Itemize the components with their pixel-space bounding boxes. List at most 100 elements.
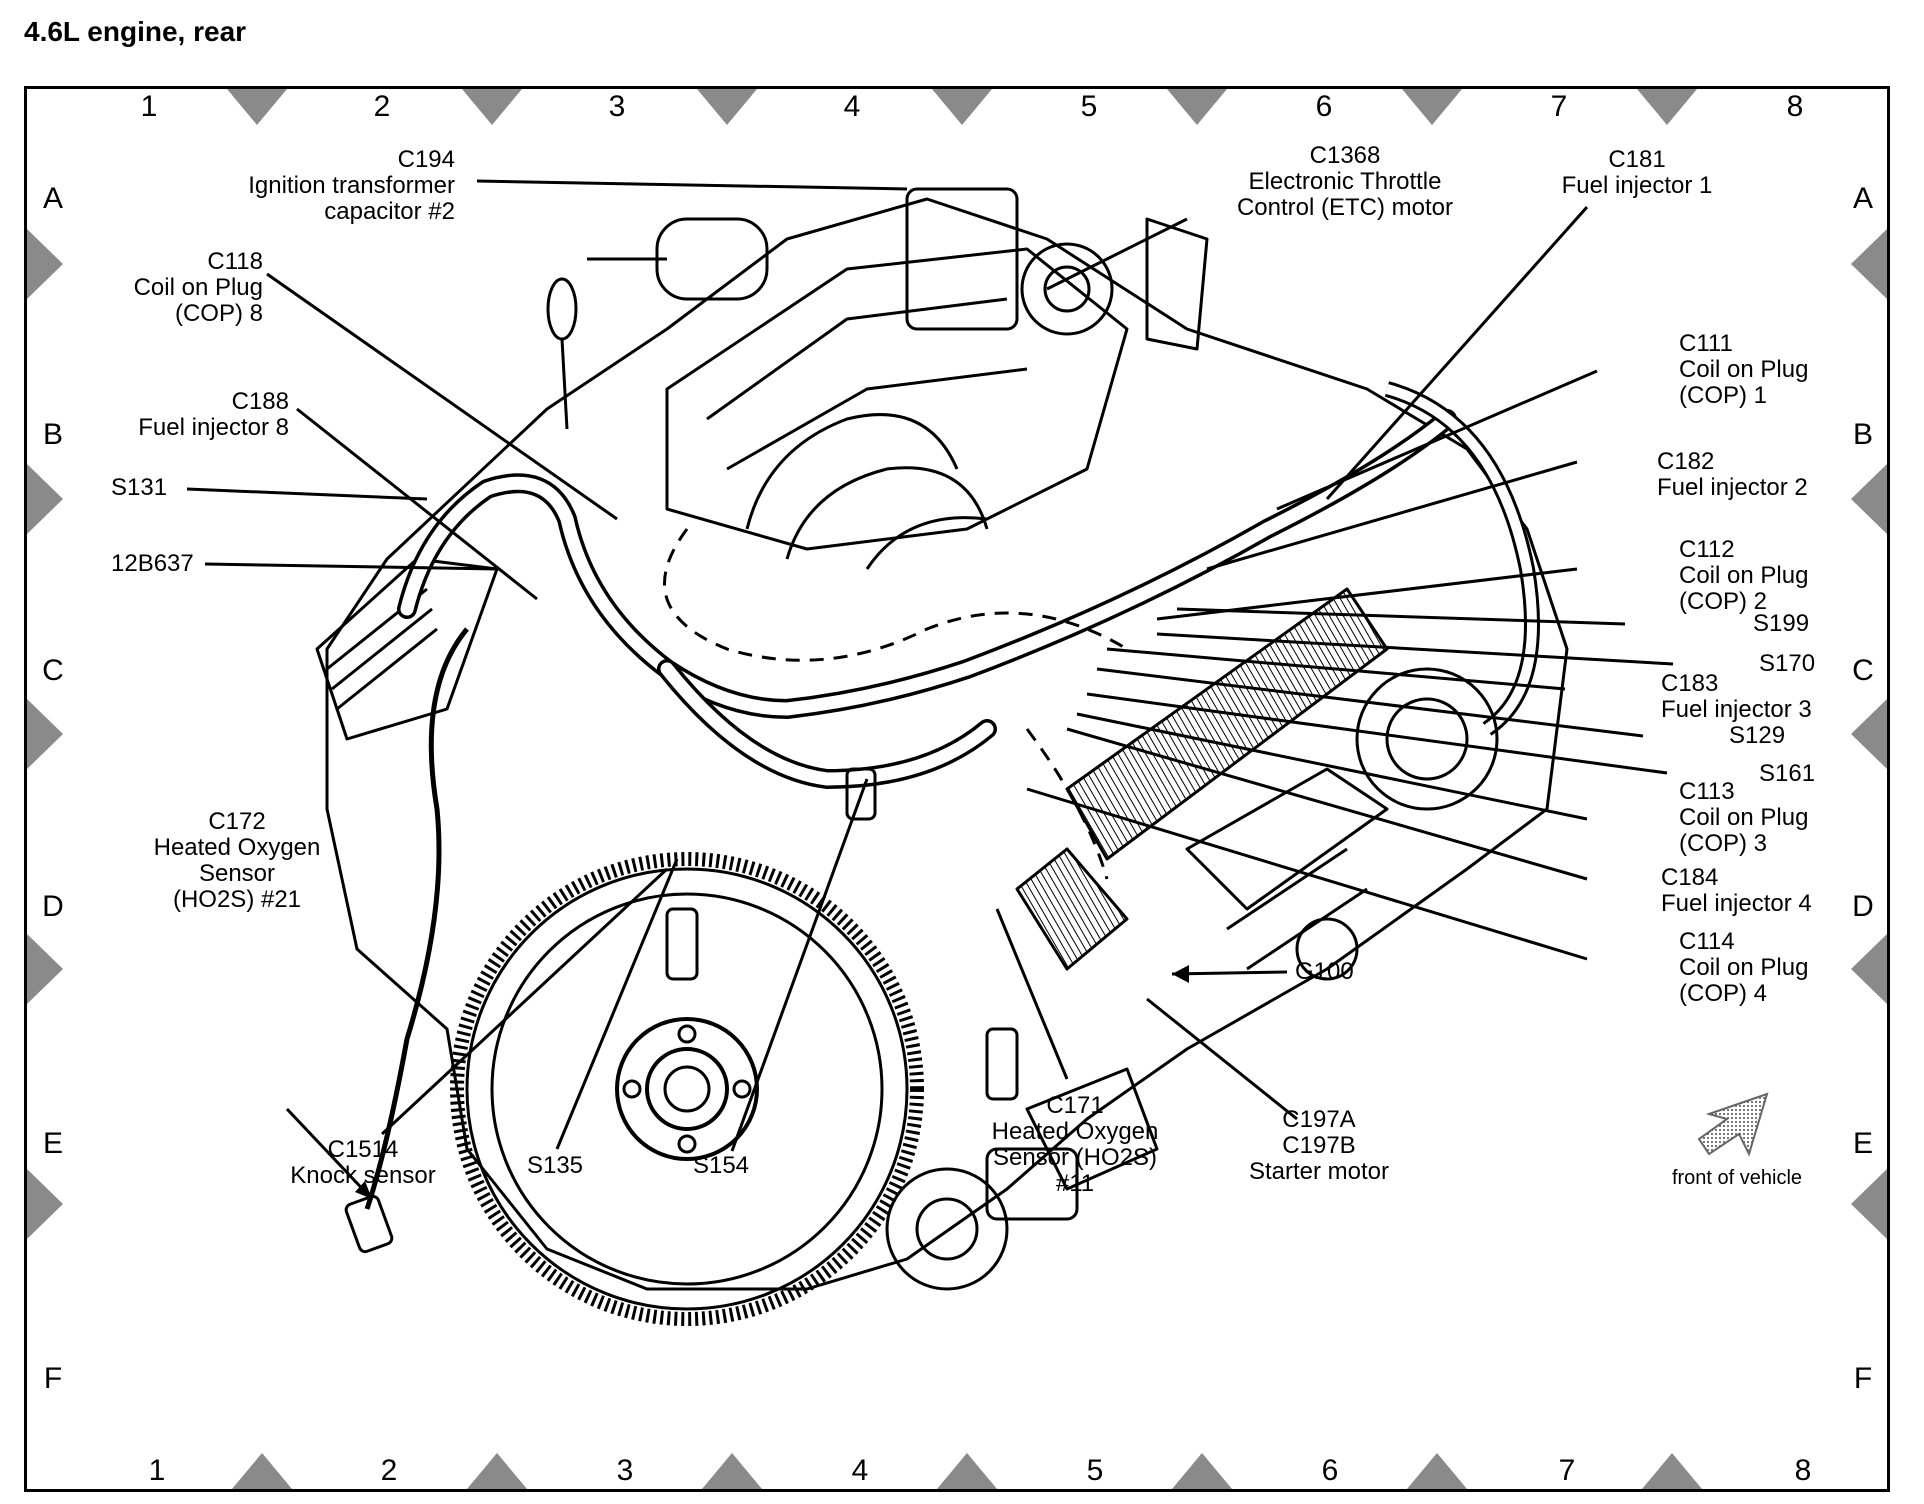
callout-c114: C114 Coil on Plug (COP) 4 [1679,929,1808,1007]
flywheel [450,852,1009,1326]
callout-c194-line2: capacitor #2 [324,198,455,225]
callout-c171-line3: #11 [1055,1170,1095,1197]
callout-c114-id: C114 [1679,928,1735,955]
callout-c184-line1: Fuel injector 4 [1661,890,1812,917]
grid-row-right-b: B [1852,418,1874,451]
grid-col-bottom-1: 1 [148,1454,166,1487]
callout-c1368-line2: Control (ETC) motor [1236,194,1454,221]
callout-c194-line1: Ignition transformer [248,172,455,199]
grid-col-top-8: 8 [1786,90,1804,123]
callout-c1368-id: C1368 [1309,142,1381,169]
callout-s161: S161 [1759,761,1815,787]
callout-c188-id: C188 [231,388,289,415]
callout-g100-id: G100 [1295,958,1354,985]
grid-col-bottom-8: 8 [1794,1454,1812,1487]
callout-s199: S199 [1753,611,1809,637]
callout-c181-id: C181 [1608,146,1666,173]
callout-c113-line2: (COP) 3 [1679,830,1768,857]
callout-c172-line2: Sensor [198,860,276,887]
callout-c172-id: C172 [208,808,266,835]
callout-s154: S154 [693,1153,749,1179]
page-title: 4.6L engine, rear [24,16,247,47]
grid-row-right-d: D [1852,890,1874,923]
callout-c1368: C1368 Electronic Throttle Control (ETC) … [1237,143,1453,221]
grid-col-bottom-4: 4 [851,1454,869,1487]
callout-c113: C113 Coil on Plug (COP) 3 [1679,779,1808,857]
callout-c181-line1: Fuel injector 1 [1561,172,1713,199]
grid-col-top-6: 6 [1315,90,1333,123]
grid-col-top-7: 7 [1550,90,1568,123]
callout-c114-line2: (COP) 4 [1679,980,1768,1007]
callout-c112-line1: Coil on Plug [1679,562,1809,589]
diagram-frame: 1 2 3 4 5 6 7 8 1 2 3 4 5 6 7 8 A B C D … [24,86,1890,1492]
grid-col-top-1: 1 [140,90,158,123]
callout-s154-id: S154 [692,1152,750,1179]
grid-col-bottom-7: 7 [1558,1454,1576,1487]
callout-s161-id: S161 [1759,760,1816,787]
grid-col-top-2: 2 [373,90,391,123]
grid-row-left-e: E [42,1127,64,1160]
front-of-vehicle-arrow [1697,1092,1769,1157]
callout-c1368-line1: Electronic Throttle [1248,168,1442,195]
engine-illustration [27,89,1887,1489]
callout-c111: C111 Coil on Plug (COP) 1 [1679,331,1808,409]
grid-col-bottom-3: 3 [616,1454,634,1487]
callout-c111-line2: (COP) 1 [1679,382,1768,409]
callout-12b637-id: 12B637 [111,550,194,577]
callout-c111-line1: Coil on Plug [1679,356,1809,383]
callout-c118-line2: (COP) 8 [174,300,263,327]
grid-row-right-f: F [1853,1362,1873,1395]
callout-c197: C197A C197B Starter motor [1249,1107,1389,1185]
callout-c194: C194 Ignition transformer capacitor #2 [248,147,455,225]
grid-row-right-a: A [1852,182,1874,215]
callout-c182: C182 Fuel injector 2 [1657,449,1808,501]
callout-s129-id: S129 [1729,722,1786,749]
callout-s170: S170 [1759,651,1815,677]
callout-c172-line3: (HO2S) #21 [172,886,302,913]
grid-col-bottom-5: 5 [1086,1454,1104,1487]
grid-row-left-c: C [42,654,64,687]
grid-row-right-e: E [1852,1127,1874,1160]
callout-s170-id: S170 [1759,650,1816,677]
callout-c197-id-a: C197A [1282,1106,1356,1133]
grid-col-top-3: 3 [608,90,626,123]
grid-col-top-5: 5 [1080,90,1098,123]
grid-row-left-f: F [43,1362,63,1395]
callout-c197-id-b: C197B [1282,1132,1356,1159]
callout-c182-line1: Fuel injector 2 [1657,474,1808,501]
callout-c171-id: C171 [1046,1092,1104,1119]
leader-lines [186,179,1674,1201]
callout-c184-id: C184 [1661,864,1719,891]
callout-c172: C172 Heated Oxygen Sensor (HO2S) #21 [154,809,321,913]
grid-col-top-4: 4 [843,90,861,123]
callout-c184: C184 Fuel injector 4 [1661,865,1812,917]
callout-s135-id: S135 [526,1152,584,1179]
callout-c181: C181 Fuel injector 1 [1562,147,1713,199]
grid-row-left-a: A [42,182,64,215]
callout-c112-id: C112 [1679,536,1735,563]
callout-c171: C171 Heated Oxygen Sensor (HO2S) #11 [992,1093,1159,1197]
grid-row-left-b: B [42,418,64,451]
callout-c183: C183 Fuel injector 3 [1661,671,1812,723]
callout-c113-line1: Coil on Plug [1679,804,1809,831]
callout-g100: G100 [1295,959,1354,985]
callout-c1514-id: C1514 [327,1136,399,1163]
callout-c171-line2: Sensor (HO2S) [992,1144,1158,1171]
grid-col-bottom-6: 6 [1321,1454,1339,1487]
callout-c197-line1: Starter motor [1248,1158,1390,1185]
grid-row-left-d: D [42,890,64,923]
grid-row-right-c: C [1852,654,1874,687]
callout-s135: S135 [527,1153,583,1179]
callout-c172-line1: Heated Oxygen [153,834,321,861]
front-of-vehicle-note: front of vehicle [1671,1167,1803,1189]
callout-c112-line2: (COP) 2 [1679,588,1768,615]
callout-c188-line1: Fuel injector 8 [138,414,289,441]
callout-c183-line1: Fuel injector 3 [1661,696,1812,723]
callout-c171-line1: Heated Oxygen [991,1118,1159,1145]
callout-c183-id: C183 [1661,670,1719,697]
callout-c194-id: C194 [397,146,455,173]
callout-c112: C112 Coil on Plug (COP) 2 [1679,537,1808,615]
callout-c118-id: C118 [207,248,263,275]
callout-s131-id: S131 [111,474,168,501]
engine-block [315,187,1569,1291]
